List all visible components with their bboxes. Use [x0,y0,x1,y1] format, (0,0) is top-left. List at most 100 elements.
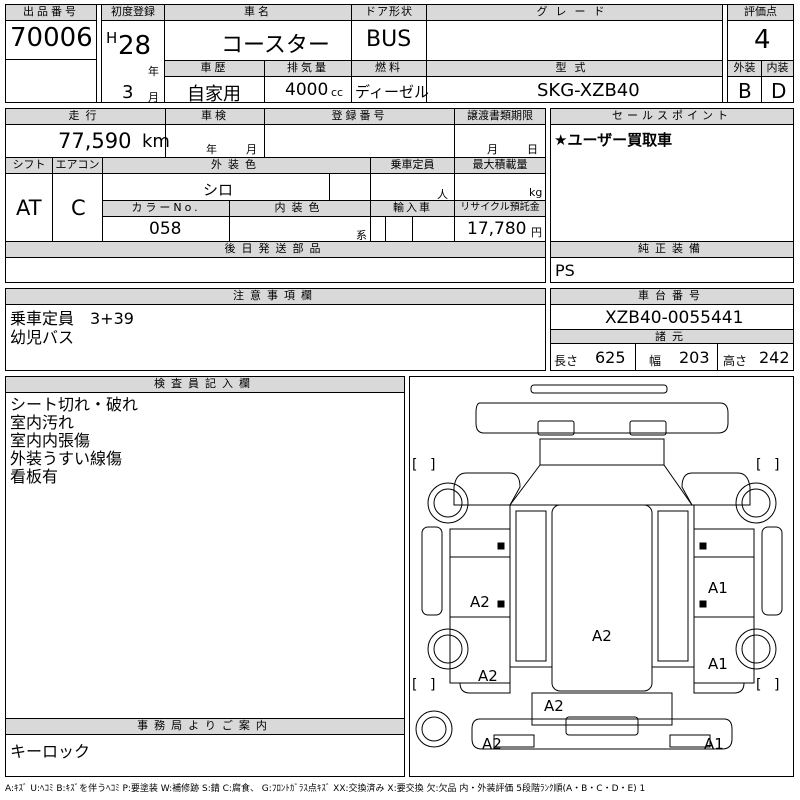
front-right-wheel-shape [735,482,777,524]
history-cell: 車歴 自家用 [164,60,265,105]
ac-cell: エアコン C [52,157,103,242]
interior-color-label: 内装色 [230,201,370,217]
roof-shape [551,504,653,692]
bracket-right-bottom: [ [756,677,762,693]
rear-left-wheel-shape [427,628,469,670]
bracket-right-top-close: ] [774,457,780,473]
inspection-cell: 車検 年 月 [165,108,265,158]
grade-cell: グレード [426,4,723,61]
recycle-label: リサイクル預託金 [455,201,545,217]
door-value: BUS [366,27,412,52]
mileage-label: 走行 [6,109,165,125]
width-value: 203 [679,348,710,367]
bracket-left-top-close: ] [430,457,436,473]
bracket-left-top: [ [412,457,418,473]
damage-mark-left-door: A2 [470,593,490,611]
history-value: 自家用 [187,84,241,105]
first-registration-cell: 初度登録 H 28 年 3 月 [101,4,165,104]
damage-mark-right-rear: A1 [708,655,728,673]
inspection-label: 車検 [166,109,264,125]
inspector-line: 看板有 [10,467,59,486]
notes-line: 幼児バス [10,328,75,347]
max-load-unit: kg [529,186,543,199]
transfer-deadline-cell: 譲渡書類期限 月 日 [454,108,546,158]
transfer-deadline-label: 譲渡書類期限 [455,109,545,125]
rear-plate-shape [565,716,639,736]
car-name-value: コースター [221,33,330,58]
equipment-value: PS [555,261,575,280]
damage-mark-rear-left-corner: A2 [482,735,502,753]
score-value: 4 [754,25,771,55]
shift-cell: シフト AT [5,157,53,242]
era-value: H [106,29,118,47]
inspection-month-unit: 月 [246,143,257,156]
shift-value: AT [16,196,42,220]
inspector-line: 室内内張傷 [10,431,91,450]
front-left-wheel-shape [427,482,469,524]
exterior-grade-value: B [738,79,752,103]
bracket-left-bottom: [ [412,677,418,693]
transfer-month-unit: 月 [487,143,498,156]
front-right-light-shape [629,420,667,436]
legend-text: A:ｷｽﾞ U:ﾍｺﾐ B:ｷｽﾞを伴うﾍｺﾐ P:要塗装 W:補修跡 S:錆 … [5,784,646,794]
displacement-unit: cc [331,86,344,99]
lot-number-label: 出品番号 [6,5,96,21]
damage-mark-rear: A2 [544,697,564,715]
month-unit: 月 [148,91,159,104]
capacity-cell: 乗車定員 人 [370,157,455,201]
score-label: 評価点 [728,5,793,21]
rear-right-light-shape [669,734,711,748]
height-label: 高さ [723,354,748,368]
recycle-value: 17,780 [467,219,527,239]
inspection-year-unit: 年 [206,143,217,156]
exterior-color-label: 外装色 [103,158,370,174]
registration-number-label: 登録番号 [265,109,454,125]
damage-mark-rear-right-corner: A1 [704,735,724,753]
height-value: 242 [759,348,790,367]
length-label: 長さ [554,354,579,368]
office-label: 事務局よりご案内 [6,719,404,735]
inspector-text: シート切れ・破れ 室内汚れ 室内内張傷 外装うすい線傷 看板有 [10,396,138,486]
rear-bumper-shape [471,718,733,750]
history-label: 車歴 [165,61,264,77]
right-front-fender-shape [681,472,751,506]
first-registration-label: 初度登録 [102,5,164,21]
car-diagram-cell: [ ] [ ] [ ] [ ] A2 A1 A2 A1 A2 A2 A2 A1 [409,376,794,777]
door-cell: ドア形状 BUS [351,4,427,61]
inspector-cell: 検査員記入欄 シート切れ・破れ 室内汚れ 室内内張傷 外装うすい線傷 看板有 [5,376,405,719]
interior-color-cell: 内装色 系 [229,200,371,242]
equipment-cell: 純正装備 PS [550,241,794,283]
front-body-shape [475,402,729,434]
windshield-shape [539,438,665,466]
model-label: 型式 [427,61,722,77]
shift-label: シフト [6,158,52,174]
import-label: 輸入車 [371,201,454,217]
mileage-value: 77,590 [58,129,132,153]
inspector-line: 外装うすい線傷 [10,449,123,468]
spare-wheel-shape [415,710,453,748]
later-parts-cell: 後日発送部品 [5,241,546,283]
length-value: 625 [595,348,626,367]
exterior-grade-label: 外装 [728,61,761,77]
transfer-day-unit: 日 [527,143,538,156]
bracket-right-bottom-close: ] [774,677,780,693]
recycle-unit: 円 [531,226,542,239]
lot-number-value: 70006 [10,23,93,53]
chassis-value: XZB40-0055441 [605,308,744,328]
interior-grade-value: D [771,79,787,103]
right-window-shape [657,510,689,662]
color-number-value: 058 [149,219,182,239]
registration-number-cell: 登録番号 [264,108,455,158]
inspector-line: 室内汚れ [10,413,75,432]
equipment-label: 純正装備 [551,242,793,258]
notes-text: 乗車定員 3+39 幼児バス [10,309,134,347]
hood-shape [509,464,693,506]
mileage-unit: km [142,131,170,152]
import-cell: 輸入車 [370,200,455,242]
exterior-color-value: シロ [203,181,234,199]
capacity-label: 乗車定員 [371,158,454,174]
capacity-unit: 人 [437,188,448,201]
score-cell: 評価点 4 [727,4,794,61]
grade-label: グレード [427,5,722,21]
model-value: SKG-XZB40 [537,80,640,101]
